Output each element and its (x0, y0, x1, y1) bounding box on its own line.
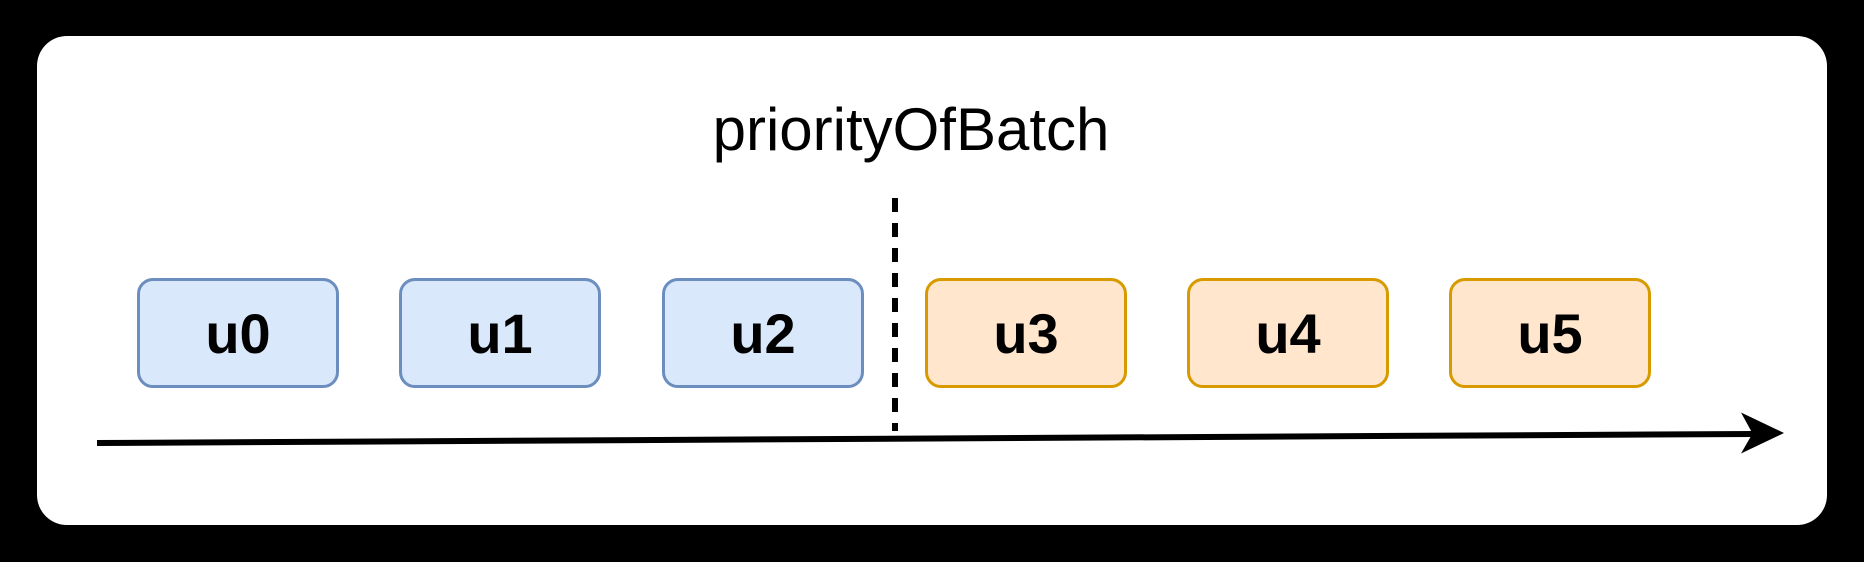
node-label: u3 (993, 301, 1059, 365)
node-label: u1 (467, 301, 533, 365)
node-u2: u2 (662, 278, 864, 388)
diagram-title: priorityOfBatch (712, 96, 1110, 163)
node-u4: u4 (1187, 278, 1389, 388)
node-u1: u1 (399, 278, 601, 388)
node-label: u2 (730, 301, 796, 365)
node-u0: u0 (137, 278, 339, 388)
node-u5: u5 (1449, 278, 1651, 388)
node-label: u0 (205, 301, 271, 365)
node-label: u5 (1517, 301, 1583, 365)
node-u3: u3 (925, 278, 1127, 388)
node-label: u4 (1255, 301, 1321, 365)
